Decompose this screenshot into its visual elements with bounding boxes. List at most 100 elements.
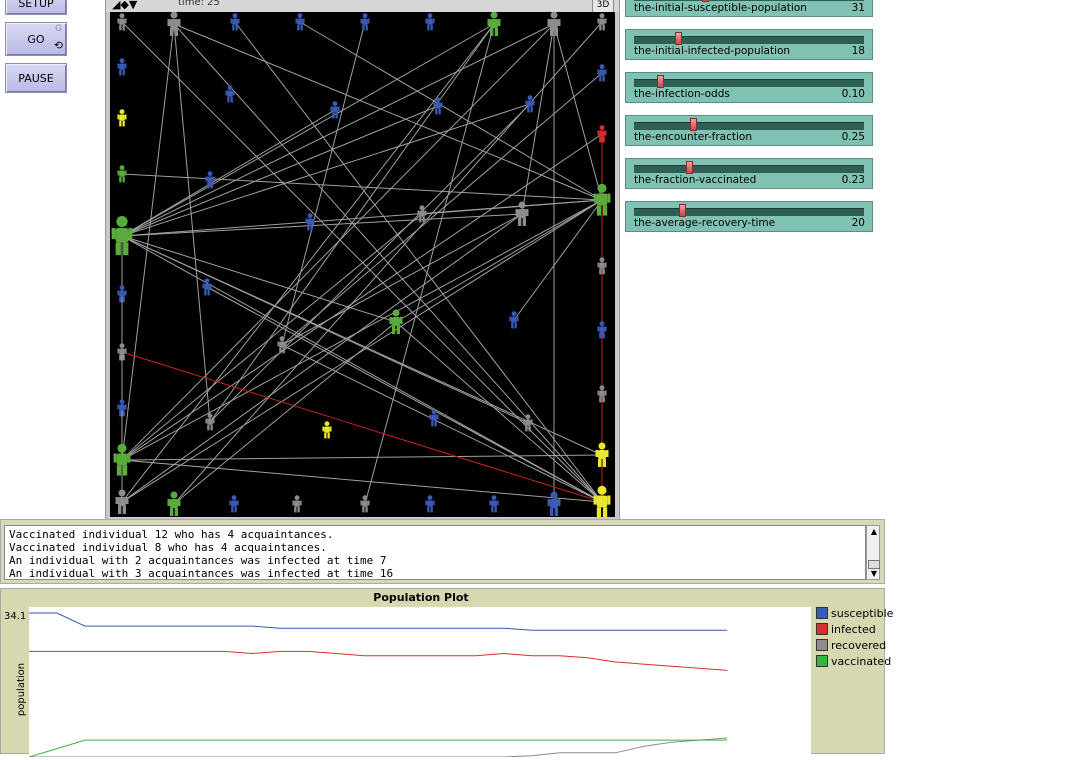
- person-icon[interactable]: [115, 489, 129, 515]
- person-icon[interactable]: [277, 336, 287, 354]
- acquaintance-link: [121, 213, 523, 237]
- legend-item-infected: infected: [816, 621, 893, 637]
- slider-label: the-encounter-fraction: [634, 131, 752, 143]
- plot-series-recovered: [29, 737, 728, 758]
- person-icon[interactable]: [597, 13, 607, 31]
- person-icon[interactable]: [292, 495, 302, 513]
- slider-thumb[interactable]: [702, 0, 709, 2]
- acquaintance-link: [173, 321, 397, 505]
- pause-button[interactable]: PAUSE: [5, 63, 67, 93]
- plot-lines: [28, 612, 728, 758]
- forever-loop-icon: ⟲: [53, 39, 63, 52]
- person-icon[interactable]: [509, 311, 519, 329]
- person-icon[interactable]: [322, 421, 332, 439]
- slider-track[interactable]: [634, 122, 864, 130]
- slider-thumb[interactable]: [675, 32, 682, 45]
- person-icon[interactable]: [433, 97, 443, 115]
- person-icon[interactable]: [117, 399, 127, 417]
- person-icon[interactable]: [487, 11, 501, 36]
- person-icon[interactable]: [117, 285, 127, 303]
- world-view[interactable]: [110, 11, 615, 518]
- person-icon[interactable]: [597, 321, 607, 339]
- legend-swatch: [816, 639, 828, 651]
- slider-label: the-fraction-vaccinated: [634, 174, 757, 186]
- slider-thumb[interactable]: [657, 75, 664, 88]
- person-icon[interactable]: [489, 495, 499, 513]
- person-icon[interactable]: [229, 495, 239, 513]
- person-icon[interactable]: [117, 58, 127, 76]
- person-icon[interactable]: [597, 385, 607, 403]
- person-icon[interactable]: [525, 95, 535, 113]
- person-icon[interactable]: [202, 278, 212, 296]
- legend-label: susceptible: [831, 606, 894, 620]
- person-icon[interactable]: [117, 165, 127, 183]
- legend-label: infected: [831, 622, 876, 636]
- pause-button-label: PAUSE: [18, 71, 54, 85]
- person-icon[interactable]: [305, 213, 315, 231]
- acquaintance-link: [209, 23, 495, 423]
- acquaintance-link: [121, 459, 603, 503]
- person-icon[interactable]: [117, 109, 127, 127]
- person-icon[interactable]: [111, 216, 133, 256]
- person-icon[interactable]: [167, 491, 181, 517]
- go-button[interactable]: GO G ⟲: [5, 22, 67, 56]
- person-icon[interactable]: [597, 125, 607, 143]
- acquaintance-link: [121, 23, 495, 237]
- slider-track[interactable]: [634, 0, 864, 1]
- person-icon[interactable]: [597, 64, 607, 82]
- person-icon[interactable]: [167, 11, 181, 36]
- plot-title: Population Plot: [373, 591, 469, 604]
- acquaintance-link: [121, 133, 603, 461]
- person-icon[interactable]: [597, 257, 607, 275]
- person-icon[interactable]: [205, 171, 215, 189]
- person-icon[interactable]: [117, 13, 127, 31]
- slider-track[interactable]: [634, 165, 864, 173]
- person-icon[interactable]: [113, 443, 131, 476]
- slider-track[interactable]: [634, 208, 864, 216]
- person-icon[interactable]: [595, 442, 609, 468]
- person-icon[interactable]: [547, 11, 561, 36]
- person-icon[interactable]: [547, 491, 561, 517]
- person-icon[interactable]: [295, 13, 305, 31]
- slider-thumb[interactable]: [690, 118, 697, 131]
- scroll-up-icon[interactable]: ▲: [870, 527, 878, 536]
- output-scrollbar[interactable]: ▲ ▼: [866, 525, 880, 580]
- slider-track[interactable]: [634, 79, 864, 87]
- slider-thumb[interactable]: [679, 204, 686, 217]
- slider-thumb[interactable]: [686, 161, 693, 174]
- person-icon[interactable]: [117, 343, 127, 361]
- setup-button[interactable]: SETUP: [5, 0, 67, 15]
- person-icon[interactable]: [417, 205, 427, 223]
- scroll-thumb[interactable]: [868, 560, 880, 569]
- legend-label: recovered: [831, 638, 887, 652]
- acquaintance-link: [281, 344, 603, 503]
- person-icon[interactable]: [523, 414, 533, 432]
- acquaintance-link: [395, 199, 603, 323]
- output-text[interactable]: Vaccinated individual 12 who has 4 acqua…: [4, 525, 866, 580]
- person-icon[interactable]: [425, 495, 435, 513]
- person-icon[interactable]: [593, 183, 611, 216]
- person-icon[interactable]: [515, 201, 529, 227]
- tick-counter: time: 25: [178, 0, 220, 8]
- plot-series-susceptible: [29, 612, 728, 631]
- person-icon[interactable]: [429, 409, 439, 427]
- view-control-arrows-icon[interactable]: ◢◆▼: [112, 0, 138, 11]
- slider-track[interactable]: [634, 36, 864, 44]
- person-icon[interactable]: [360, 495, 370, 513]
- person-icon[interactable]: [230, 13, 240, 31]
- person-icon[interactable]: [425, 13, 435, 31]
- person-icon[interactable]: [205, 413, 215, 431]
- person-icon[interactable]: [389, 309, 403, 335]
- scroll-down-icon[interactable]: ▼: [870, 569, 878, 578]
- person-icon[interactable]: [330, 101, 340, 119]
- person-icon[interactable]: [360, 13, 370, 31]
- person-icon[interactable]: [225, 85, 235, 103]
- person-icon[interactable]: [593, 485, 611, 518]
